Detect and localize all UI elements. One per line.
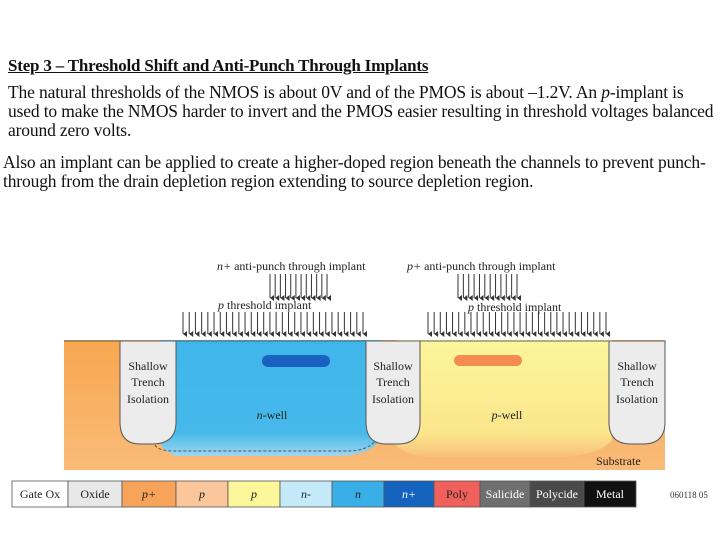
anti-punch-text-right: anti-punch through implant	[421, 259, 556, 273]
legend-label: Poly	[446, 487, 468, 501]
anti-punch-arrows	[269, 274, 521, 301]
n-well-text: -well	[263, 408, 288, 422]
sti-middle-line2: Trench	[376, 375, 410, 389]
pmos-channel-implant	[454, 355, 522, 366]
p-well-label: p-well	[491, 408, 523, 422]
legend-label: Gate Ox	[20, 487, 60, 501]
n-well-dashed-outline	[154, 415, 383, 452]
p-well-sym: p	[491, 408, 498, 422]
intro-text-2: -implant is used to make the NMOS harder…	[8, 82, 714, 140]
legend-label: Metal	[596, 487, 625, 501]
legend-label: p+	[141, 487, 156, 501]
sti-right-label: Shallow Trench Isolation	[616, 359, 658, 406]
legend-label: n+	[402, 487, 416, 501]
intro-paragraph: The natural thresholds of the NMOS is ab…	[8, 83, 714, 140]
p-well-text: -well	[498, 408, 523, 422]
intro-text-1: The natural thresholds of the NMOS is ab…	[8, 82, 602, 102]
anti-punch-sym-left: n+	[217, 259, 231, 273]
legend-swatch	[279, 480, 333, 508]
legend-swatch	[383, 480, 435, 508]
legend-label: Polycide	[536, 487, 578, 501]
n-well-sym: n	[257, 408, 263, 422]
anti-punch-label-left: n+ anti-punch through implant	[217, 259, 366, 273]
legend-swatch	[67, 480, 123, 508]
legend-label: Salicide	[486, 487, 525, 501]
legend-swatch	[529, 480, 585, 508]
threshold-sym-right: p	[467, 300, 474, 314]
threshold-label-left: p threshold implant	[217, 298, 312, 312]
legend-swatch	[583, 480, 637, 508]
sti-right	[608, 340, 666, 445]
anti-punch-sym-right: p+	[406, 259, 421, 273]
legend-label: p	[198, 487, 205, 501]
legend-label: n	[355, 487, 361, 501]
sti-right-line2: Trench	[620, 375, 654, 389]
legend-swatch	[175, 480, 229, 508]
anti-punch-text-left: anti-punch through implant	[231, 259, 366, 273]
n-well-label: n-well	[257, 408, 288, 422]
nmos-channel-implant	[262, 355, 330, 367]
legend-swatch	[11, 480, 69, 508]
legend-label: Oxide	[80, 487, 109, 501]
n-well-region	[160, 340, 380, 456]
sti-right-line1: Shallow	[617, 359, 657, 373]
p-well-region	[392, 340, 612, 457]
intro-italic-p: p	[601, 82, 610, 102]
sti-middle-line3: Isolation	[372, 392, 414, 406]
threshold-label-right: p threshold implant	[467, 300, 562, 314]
threshold-text-left: threshold implant	[224, 298, 312, 312]
substrate-label: Substrate	[596, 454, 641, 468]
sti-right-line3: Isolation	[616, 392, 658, 406]
legend-swatch	[433, 480, 481, 508]
sti-middle-line1: Shallow	[373, 359, 413, 373]
material-legend: Gate Ox Oxide p+ p p n-n n+ Poly Salicide Polycid…	[11, 480, 637, 508]
anti-punch-label-right: p+ anti-punch through implant	[406, 259, 556, 273]
threshold-sym-left: p	[217, 298, 224, 312]
page-title: Step 3 – Threshold Shift and Anti-Punch …	[8, 56, 429, 75]
sti-left-line2: Trench	[131, 375, 165, 389]
sti-left-line3: Isolation	[127, 392, 169, 406]
legend-label: p	[250, 487, 257, 501]
sti-left	[119, 340, 177, 445]
figure-id: 060118 05	[670, 490, 708, 500]
sti-left-label: Shallow Trench Isolation	[127, 359, 169, 406]
legend-swatch	[227, 480, 281, 508]
legend-label: n-	[301, 487, 311, 501]
threshold-implant-arrows	[182, 312, 610, 337]
sti-left-line1: Shallow	[128, 359, 168, 373]
sti-middle-label: Shallow Trench Isolation	[372, 359, 414, 406]
punch-through-paragraph: Also an implant can be applied to create…	[3, 152, 706, 191]
legend-swatch	[479, 480, 531, 508]
sti-middle	[365, 340, 421, 445]
threshold-text-right: threshold implant	[474, 300, 562, 314]
